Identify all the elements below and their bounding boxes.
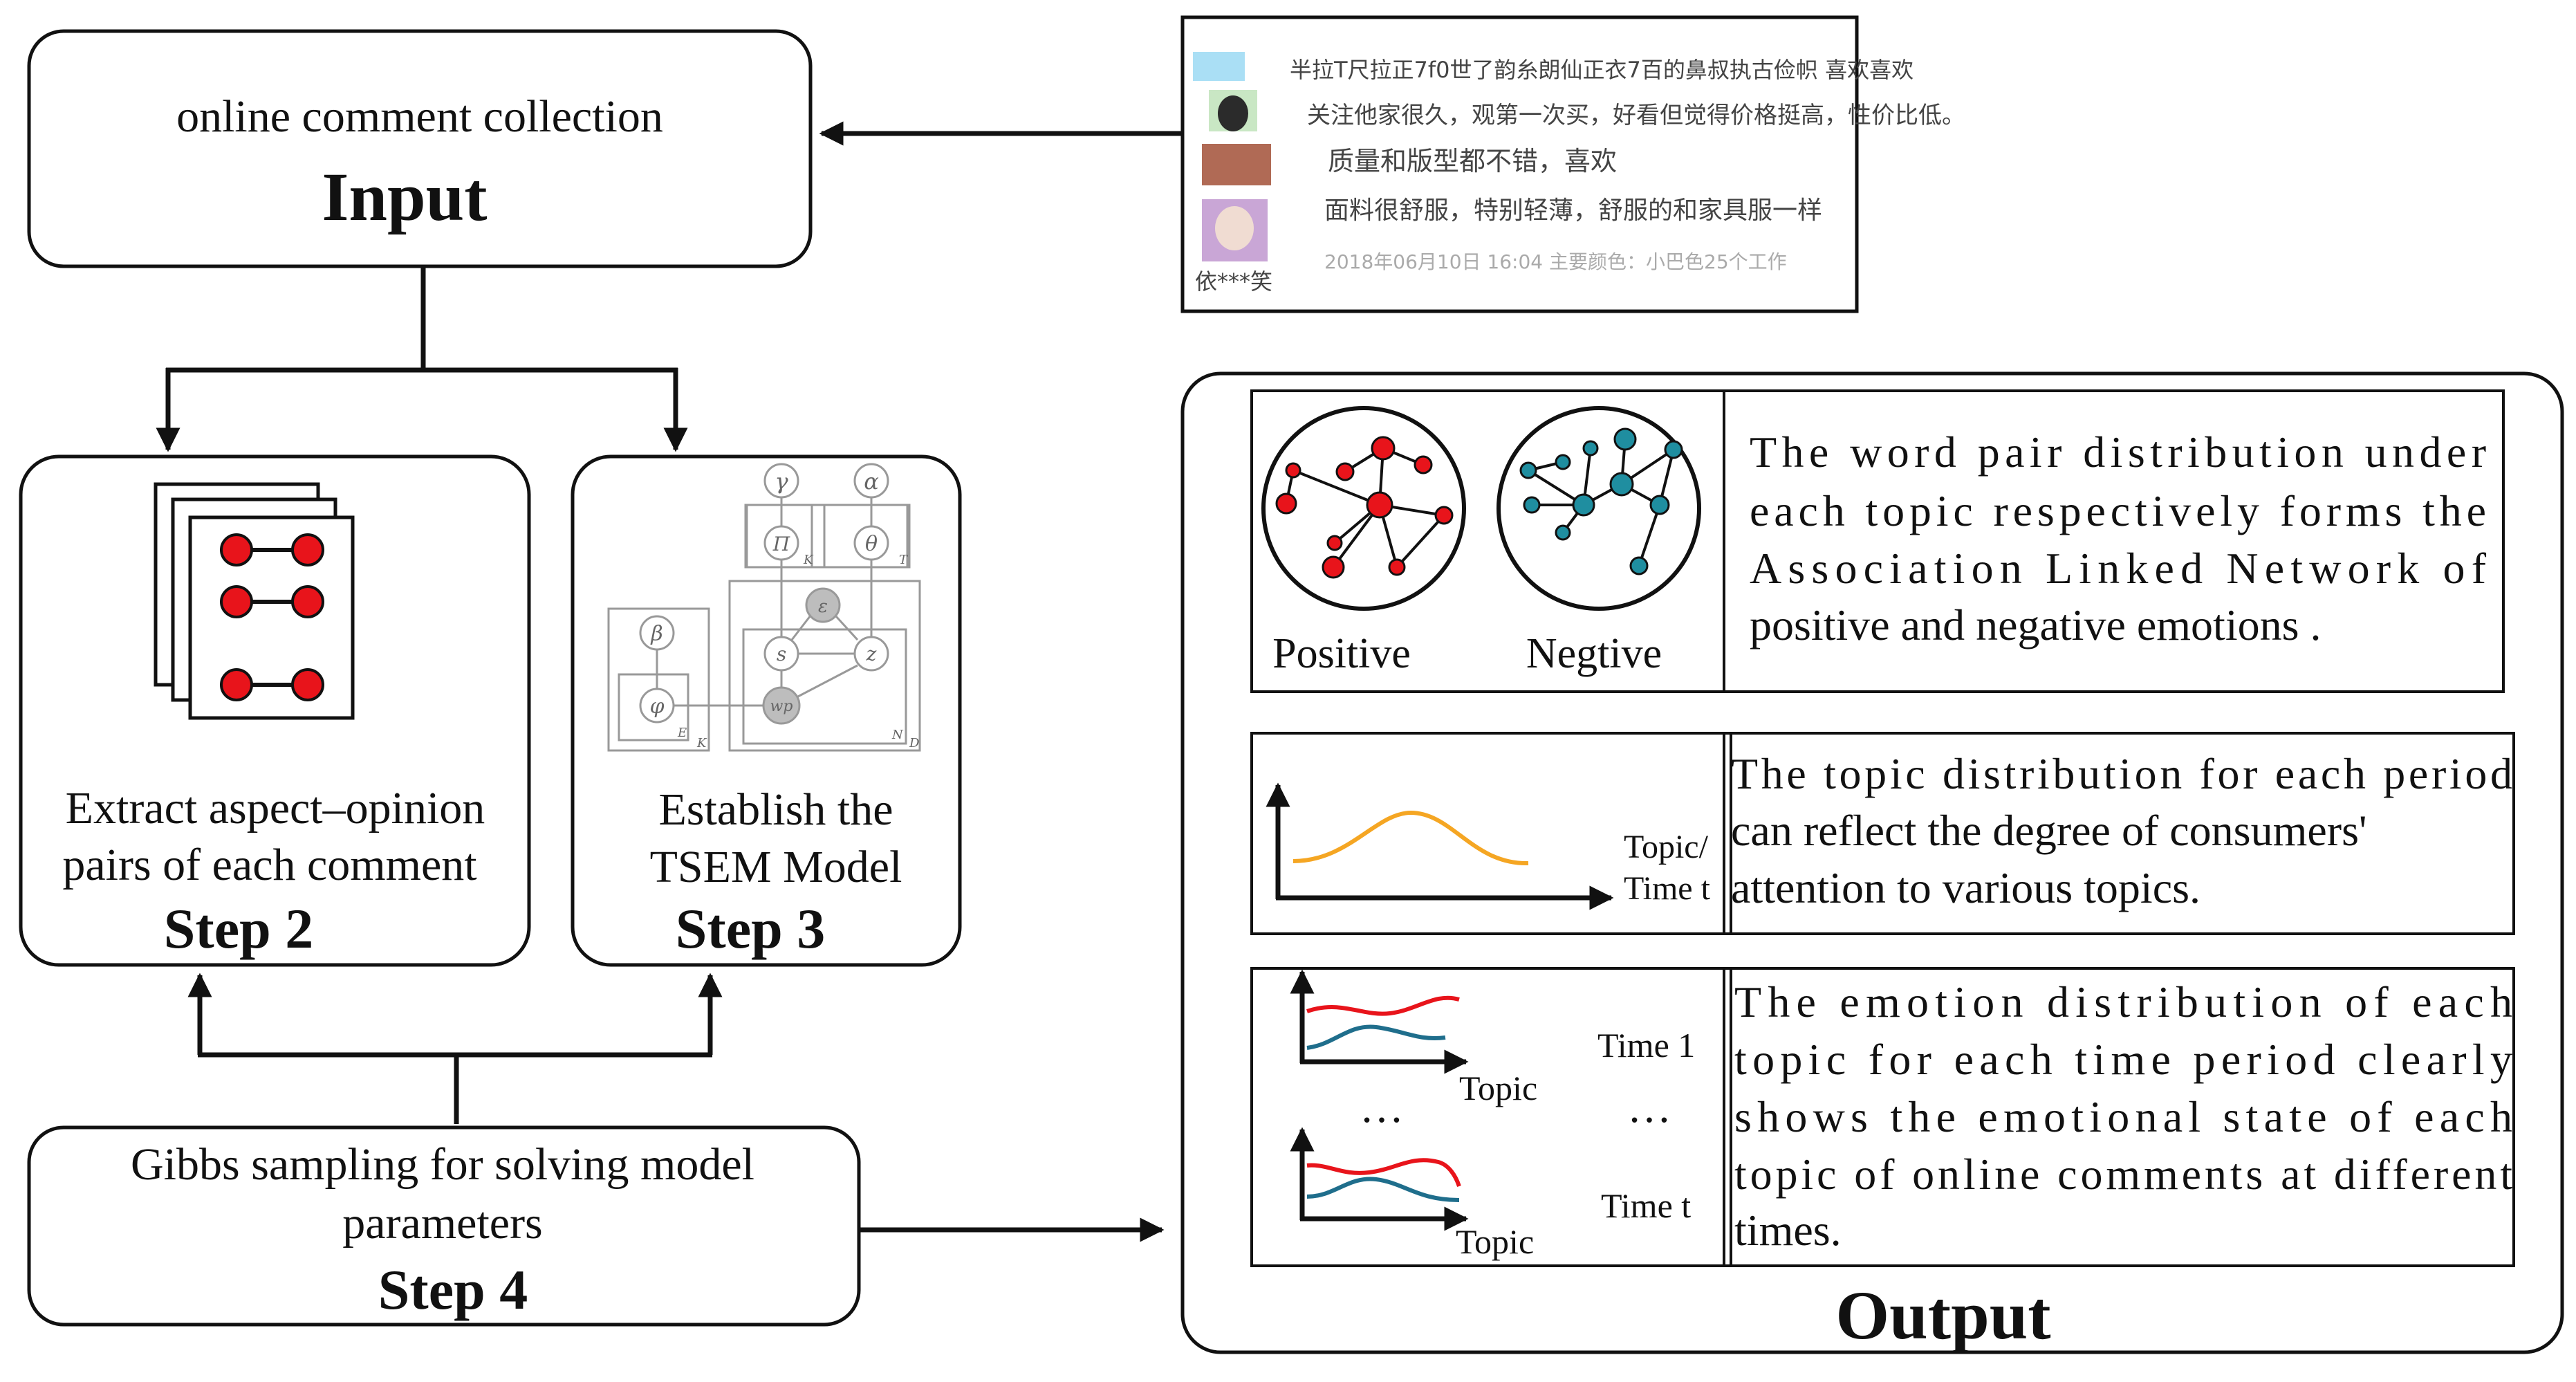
comment-line: 面料很舒服，特别轻薄，舒服的和家具服一样 [1324,196,1822,225]
negative-network-icon [1497,406,1701,611]
aspect-opinion-pair [220,668,324,701]
step2-text-line1: Extract aspect–opinion [66,783,485,833]
input-subtitle: online comment collection [176,91,663,142]
panel3-text: The emotion distribution of each [1734,977,2512,1026]
pgm-plate-t: T [899,553,909,567]
negative-label: Negtive [1526,630,1662,677]
comment-meta: 2018年06月10日 16:04 主要颜色：小巴色25个工作 [1324,250,1787,273]
panel2-text: can reflect the degree of consumers' [1731,806,2367,855]
pgm-plate-k2: K [696,736,707,750]
arrow-input-to-steps [156,266,688,452]
step3-box: γ α Π θ ε s z β φ wp K T E K N D Establi… [571,454,962,967]
panel1-text: each topic respectively forms the [1750,486,2486,535]
panel3-dots: … [1360,1082,1404,1132]
step4-box: Gibbs sampling for solving model paramet… [27,1125,861,1327]
pgm-plate-d: D [909,736,920,750]
panel1-text: Association Linked Network of [1750,544,2487,593]
pgm-alpha: α [864,468,879,495]
comment-line: 关注他家很久，观第一次买，好看但觉得价格挺高，性价比低。 [1307,102,1965,129]
avatar [1218,95,1248,131]
arrow-step4-to-steps [187,973,723,1124]
pgm-wp: wp [770,698,793,715]
output-box: Positive Negtive The word pair distribut… [1180,371,2564,1354]
panel2-axis-label: Topic/ [1624,829,1709,865]
panel3-time-label: Time 1 [1597,1026,1695,1065]
step3-label: Step 3 [676,897,825,960]
panel2-text: The topic distribution for each period [1731,749,2512,798]
step4-text-line1: Gibbs sampling for solving model [131,1139,754,1190]
step3-text-line2: TSEM Model [650,842,902,892]
pgm-theta: θ [865,532,878,556]
comment-screenshot: 半拉T尺拉正7f0世了韵糸朗仙正衣7百的鼻叔执古俭帜 喜欢喜欢 关注他家很久，观… [1180,15,1965,313]
step3-text-line1: Establish the [658,784,893,835]
topic-time-chart-icon [1266,782,1614,910]
avatar [1202,144,1271,185]
pgm-plate-e: E [677,726,687,740]
panel3-time-label: Time t [1601,1186,1691,1225]
aspect-opinion-pair [220,533,324,566]
step4-text-line2: parameters [342,1198,543,1249]
step2-box: Extract aspect–opinion pairs of each com… [19,454,531,967]
pgm-s: s [777,643,786,665]
comment-line: 半拉T尺拉正7f0世了韵糸朗仙正衣7百的鼻叔执古俭帜 喜欢喜欢 [1290,57,1914,83]
pgm-plate-k: K [803,553,814,567]
aspect-opinion-pair [220,585,324,618]
pgm-plate-n: N [891,728,904,742]
positive-network-icon [1261,406,1466,611]
emotion-chart-icon [1290,969,1469,1074]
panel3-dots: … [1627,1082,1671,1132]
input-title: Input [322,158,487,235]
pgm-phi: φ [649,694,664,719]
document-stack-icon [154,482,355,720]
avatar [1193,52,1245,81]
emotion-chart-icon [1290,1127,1469,1231]
panel3-topic-label: Topic [1459,1069,1537,1107]
step2-label: Step 2 [164,897,313,960]
panel3-text: times. [1734,1206,1842,1255]
step2-text-line2: pairs of each comment [62,840,476,890]
input-box: online comment collection Input [27,29,813,268]
panel3-text: shows the emotional state of each [1734,1092,2512,1141]
panel3-topic-label: Topic [1456,1222,1534,1261]
pgm-beta: β [650,622,662,646]
comment-username: 依***笑 [1195,268,1272,295]
panel1-text: positive and negative emotions . [1750,600,2322,649]
tsem-graphical-model: γ α Π θ ε s z β φ wp K T E K N D [607,463,921,752]
pgm-z: z [866,643,877,665]
pgm-gamma: γ [775,468,788,495]
comment-line: 质量和版型都不错，喜欢 [1328,146,1617,176]
step4-label: Step 4 [378,1258,528,1321]
pgm-pi: Π [772,533,790,555]
panel3-text: topic of online comments at different [1734,1150,2512,1199]
pgm-epsilon: ε [818,596,828,617]
panel2-axis-label: Time t [1624,870,1711,907]
positive-label: Positive [1272,630,1411,677]
output-title: Output [1835,1277,2050,1354]
panel2-text: attention to various topics. [1731,863,2200,912]
panel1-text: The word pair distribution under [1750,427,2486,477]
avatar [1215,206,1254,250]
